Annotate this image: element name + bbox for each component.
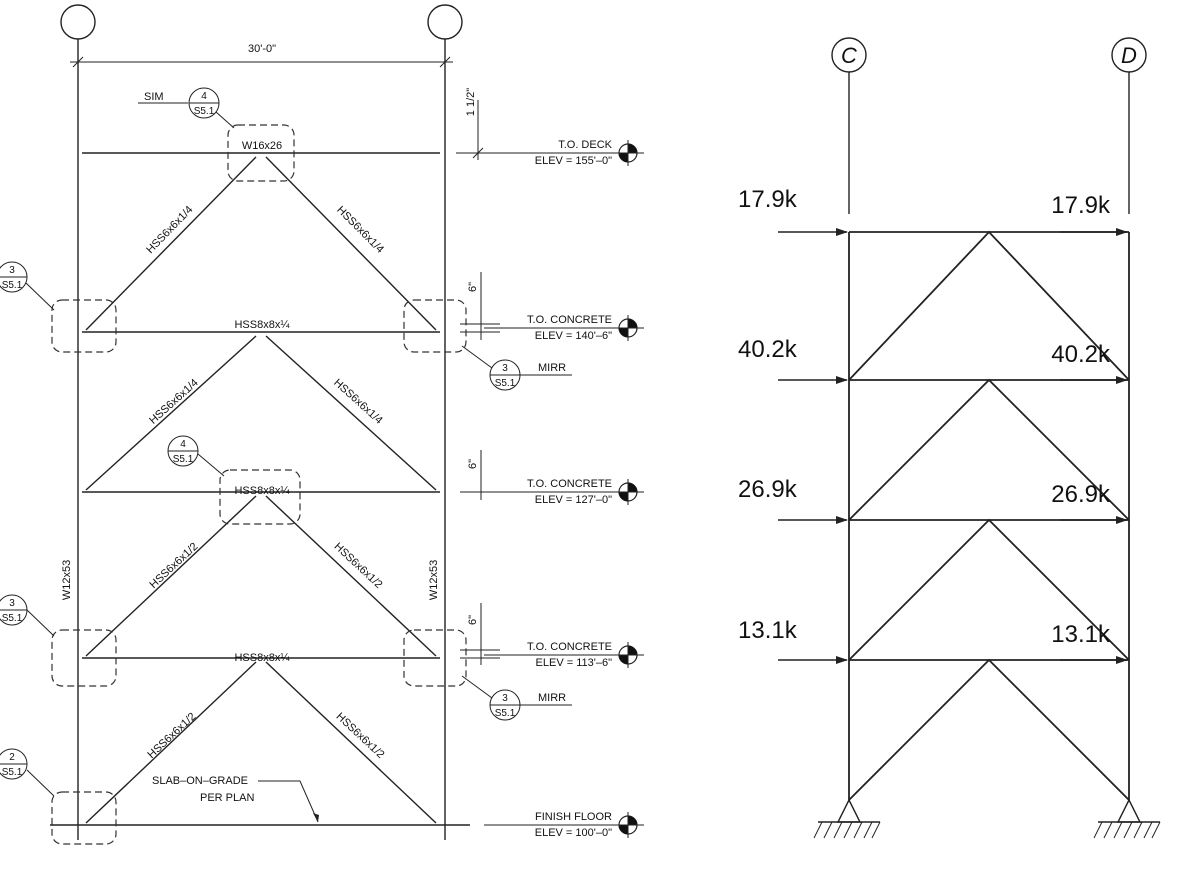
level-marker-127: T.O. CONCRETE ELEV = 127'–0" [484,478,644,506]
model-brace-s2 [848,518,1130,661]
svg-text:S5.1: S5.1 [194,106,215,117]
roof-beam-label: W16x26 [242,140,282,152]
column-label-right: W12x53 [428,560,440,600]
beam-label-4: HSS8x8x¼ [234,319,290,331]
svg-text:ELEV = 127'–0": ELEV = 127'–0" [535,494,612,506]
grid-label-c: C [841,43,857,68]
brace-label-s4-left: HSS6x6x1/4 [144,204,195,256]
svg-text:SLAB–ON–GRADE: SLAB–ON–GRADE [152,775,248,787]
svg-text:4: 4 [201,91,207,102]
callout-sim-4: SIM 4 S5.1 [138,87,235,129]
brace-s1-right [265,661,437,824]
load-label-right-roof: 17.9k [1051,192,1111,219]
svg-text:ELEV = 100'–0": ELEV = 100'–0" [535,827,612,839]
callout-3-mirr-upper: 3 S5.1 MIRR [461,345,572,391]
callout-3-left-lower: 3 S5.1 [0,594,55,637]
grid-label-d: D [1121,43,1137,68]
brace-s1-left [85,661,257,824]
connection-box-l4-right [403,299,467,353]
level-marker-140: T.O. CONCRETE ELEV = 140'–6" [484,314,644,342]
svg-text:6": 6" [467,615,479,625]
model-brace-s1 [848,658,1130,801]
connection-box-base [51,791,117,845]
brace-label-s3-left: HSS6x6x1/4 [147,377,200,427]
callout-2-base: 2 S5.1 [0,748,55,797]
connection-box-l4-left [51,299,117,353]
svg-text:3: 3 [502,363,508,374]
pin-support-right [1093,798,1161,839]
level-marker-deck: T.O. DECK ELEV = 155'–0" [484,139,644,167]
right-load-model: C D [738,37,1161,839]
svg-text:FINISH FLOOR: FINISH FLOOR [535,811,612,823]
svg-text:ELEV = 140'–6": ELEV = 140'–6" [535,330,612,342]
load-label-left-4: 40.2k [738,336,798,363]
svg-text:S5.1: S5.1 [2,280,23,291]
grid-bubble-right [427,4,463,40]
svg-text:6": 6" [467,459,479,469]
callout-4-mid: 4 S5.1 [167,435,225,477]
dimension-6in-l4: 6" [460,272,500,340]
beam-label-3: HSS8x8x¼ [234,485,290,497]
load-label-left-2: 13.1k [738,617,798,644]
load-label-right-2: 13.1k [1051,621,1111,648]
dimension-1-5in: 1 1/2" [456,88,500,160]
model-brace-s3 [848,378,1130,521]
svg-text:PER PLAN: PER PLAN [200,792,254,804]
brace-s4-left [85,156,257,331]
svg-text:SIM: SIM [144,91,164,103]
svg-text:ELEV = 113'–6": ELEV = 113'–6" [536,657,613,669]
svg-text:3: 3 [502,693,508,704]
dimension-6in-l2: 6" [460,603,500,665]
left-elevation: 30'-0" W16x26 HSS8x8x¼ HSS8x8x¼ HSS8x8x¼… [0,4,644,845]
svg-text:S5.1: S5.1 [495,378,516,389]
svg-text:S5.1: S5.1 [2,613,23,624]
svg-text:T.O. CONCRETE: T.O. CONCRETE [527,314,612,326]
load-label-left-roof: 17.9k [738,186,798,213]
svg-text:1 1/2": 1 1/2" [465,88,477,116]
svg-text:3: 3 [9,598,15,609]
brace-s4-right [265,156,437,331]
beam-label-2: HSS8x8x¼ [234,652,290,664]
load-label-left-3: 26.9k [738,476,798,503]
connection-box-l3-mid [219,469,301,525]
svg-text:MIRR: MIRR [538,362,566,374]
brace-label-s1-right: HSS6x6x1/2 [334,711,387,761]
brace-label-s4-right: HSS6x6x1/4 [334,204,386,256]
svg-text:MIRR: MIRR [538,692,566,704]
brace-label-s2-left: HSS6x6x1/2 [147,541,200,591]
overall-dimension-text: 30'-0" [248,43,276,55]
model-brace-s4 [848,230,1130,381]
brace-s3-right [265,335,437,491]
svg-text:T.O. DECK: T.O. DECK [558,139,612,151]
connection-box-roof [227,124,295,182]
callout-3-mirr-lower: 3 S5.1 MIRR [461,675,572,721]
load-label-right-3: 26.9k [1051,481,1111,508]
brace-label-s1-left: HSS6x6x1/2 [145,711,198,761]
svg-text:S5.1: S5.1 [173,454,194,465]
svg-text:3: 3 [9,265,15,276]
load-label-right-4: 40.2k [1051,341,1111,368]
callout-3-left-upper: 3 S5.1 [0,261,55,311]
level-marker-finish-floor: FINISH FLOOR ELEV = 100'–0" [484,811,644,839]
brace-s2-left [85,495,257,657]
brace-s2-right [265,495,437,657]
svg-text:6": 6" [467,282,479,292]
svg-text:S5.1: S5.1 [495,708,516,719]
column-label-left: W12x53 [61,560,73,600]
svg-text:ELEV = 155'–0": ELEV = 155'–0" [535,155,612,167]
svg-text:4: 4 [180,439,186,450]
slab-on-grade-note: SLAB–ON–GRADE PER PLAN [152,775,319,823]
svg-text:T.O. CONCRETE: T.O. CONCRETE [527,641,612,653]
svg-text:2: 2 [9,752,15,763]
pin-support-left [813,798,881,839]
brace-s3-left [85,335,257,491]
svg-text:T.O. CONCRETE: T.O. CONCRETE [527,478,612,490]
level-marker-113: T.O. CONCRETE ELEV = 113'–6" [484,641,644,669]
svg-text:S5.1: S5.1 [2,767,23,778]
grid-bubble-left [60,4,96,40]
connection-box-l2-left [51,629,117,687]
